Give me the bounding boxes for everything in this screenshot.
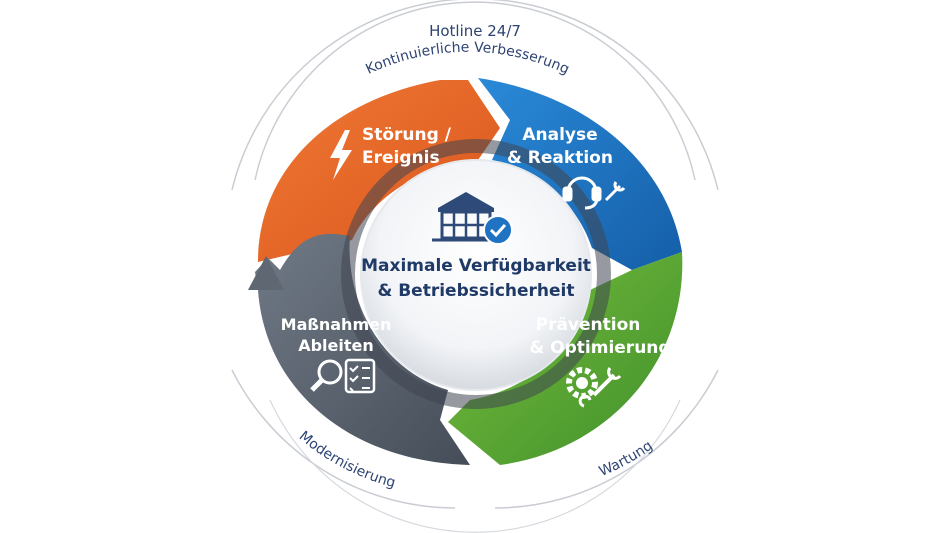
stoerung-label-line1: Störung / (362, 125, 452, 145)
outer-ring-bottom-right (494, 369, 719, 509)
lightning-icon (330, 130, 352, 180)
outer-ring-top (231, 0, 719, 191)
massnahmen-label-line2: Ableiten (298, 336, 374, 355)
analyse-label-line1: Analyse (522, 125, 597, 145)
center-title-line1: Maximale Verfügbarkeit (361, 256, 591, 276)
segment-analyse (478, 78, 682, 270)
outer-rings (231, 0, 719, 533)
outer-ring-mid (254, 1, 696, 181)
magnifier-checklist-icon (310, 358, 376, 394)
massnahmen-label-line1: Maßnahmen (281, 315, 392, 334)
praevention-label-line2: & Optimierung (529, 338, 670, 358)
gear-wrench-icon (566, 367, 622, 408)
center-disk (360, 159, 592, 391)
stoerung-label-line2: Ereignis (362, 148, 440, 168)
ring-label-upper-text: Kontinuierliche Verbesserung (363, 40, 571, 78)
building-check-icon (432, 192, 513, 245)
outer-ring-inner-bottom (269, 399, 681, 533)
ring-label-top: Hotline 24/7 (429, 22, 521, 40)
segment-massnahmen (255, 233, 470, 465)
inner-ring (341, 139, 611, 409)
analyse-label-line2: & Reaktion (507, 148, 613, 168)
ring-label-upper: Kontinuierliche Verbesserung (363, 40, 571, 78)
center-title-line2: & Betriebssicherheit (377, 281, 574, 301)
cycle-arrow-head (248, 256, 284, 290)
segment-stoerung (258, 80, 500, 262)
praevention-label-line1: Prävention (536, 315, 641, 335)
headset-wrench-icon (562, 176, 626, 210)
outer-ring-bottom-left (231, 369, 456, 509)
